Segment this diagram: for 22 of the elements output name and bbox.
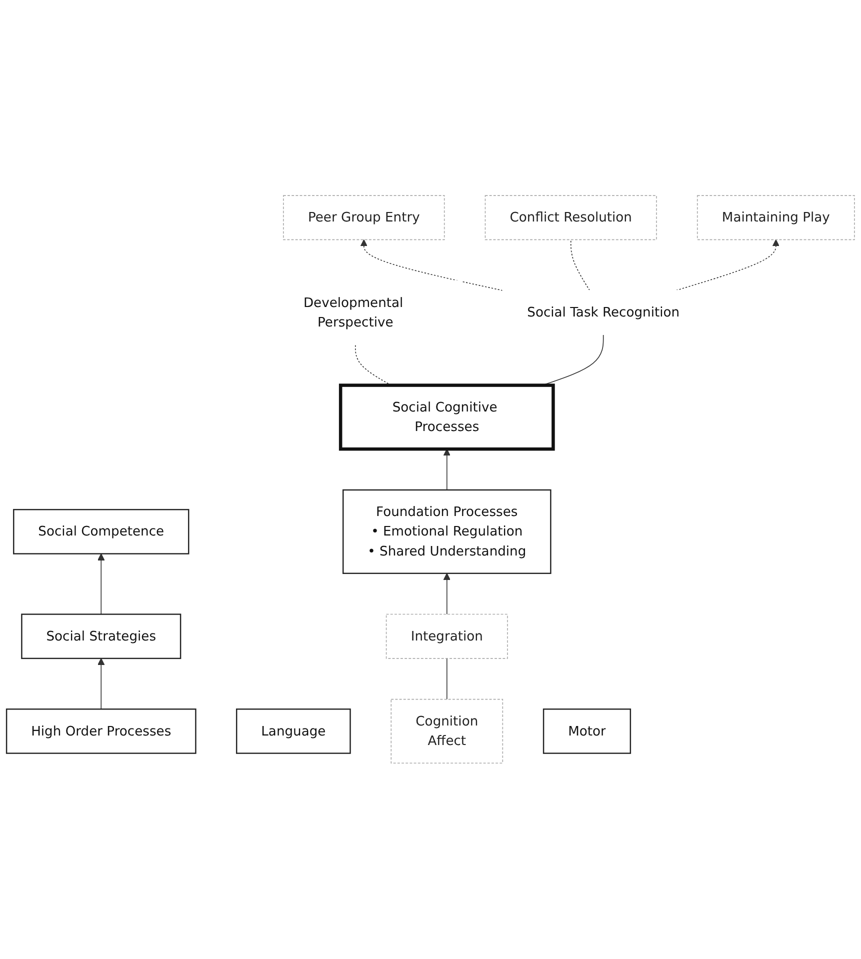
- connector: [446, 658, 448, 700]
- arrow: [98, 658, 105, 710]
- arrow: [443, 448, 450, 491]
- node-box: Social Competence: [13, 509, 190, 555]
- node-box: Foundation Processes • Emotional Regulation • Shared Understanding: [342, 490, 552, 574]
- node-box: Motor: [542, 708, 632, 754]
- node-box: Integration: [386, 614, 508, 659]
- node-box: Maintaining Play: [696, 195, 855, 240]
- node-box: Social Cognitive Processes: [338, 384, 555, 451]
- arrow: [443, 573, 450, 615]
- node-box: Cognition Affect: [390, 699, 504, 764]
- arrow: [360, 240, 504, 292]
- connector: [570, 239, 590, 291]
- node-box: High Order Processes: [6, 708, 196, 754]
- node-box: Social Strategies: [21, 614, 182, 660]
- node-text: Developmental Perspective: [303, 294, 404, 330]
- node-text: Social Task Recognition: [527, 304, 680, 320]
- node-box: Language: [236, 708, 351, 754]
- node-box: Peer Group Entry: [283, 195, 445, 240]
- arrow: [676, 240, 780, 291]
- node-box: Conflict Resolution: [484, 195, 657, 240]
- arrow: [98, 554, 105, 615]
